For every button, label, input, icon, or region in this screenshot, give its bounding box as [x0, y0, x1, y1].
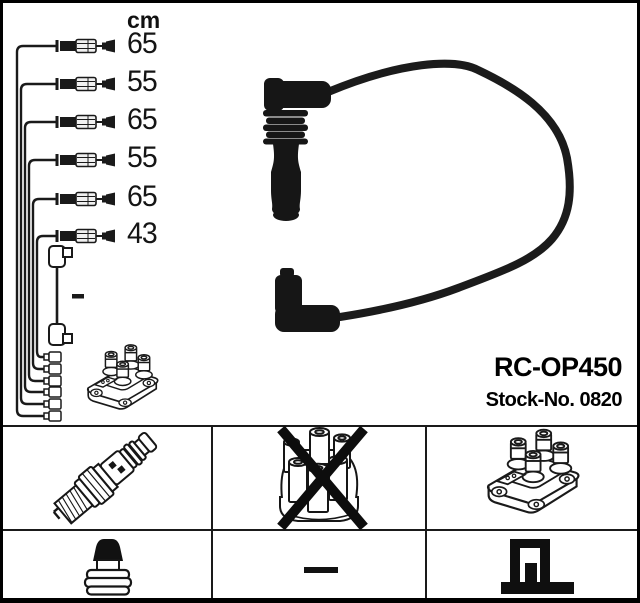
frame-border-top: [0, 0, 640, 3]
grid-cell-dash: [213, 531, 427, 598]
cable-length-value: 55: [127, 141, 158, 174]
stock-number: Stock-No. 0820: [485, 388, 623, 411]
grid-cell-ignition-coil: [427, 427, 637, 531]
ignition-cable: [324, 59, 574, 321]
coil-connector: [275, 268, 340, 332]
coil-pack-icon: [86, 344, 159, 410]
grid-cell-terminal-bracket: [427, 531, 637, 598]
grid-cell-spark-plug: [3, 427, 213, 531]
not-included-dash: [72, 294, 84, 299]
cable-length-value: 55: [127, 65, 158, 98]
cable-length-value: 65: [127, 27, 158, 60]
frame-border-left: [0, 0, 3, 603]
length-unit-header: cm: [127, 7, 161, 33]
frame-border-right: [637, 0, 640, 603]
cable-length-value: 65: [127, 180, 158, 213]
part-number-block: RC-OP450 Stock-No. 0820: [400, 352, 623, 411]
frame-border-bottom: [0, 598, 640, 603]
grid-cell-distributor-cap: [213, 427, 427, 531]
cable-length-value: 43: [127, 217, 158, 250]
extra-cable-symbol: [48, 245, 84, 346]
part-model: RC-OP450: [493, 352, 623, 382]
spark-plug-boot: [263, 78, 331, 221]
product-photo: [263, 59, 574, 332]
cable-length-value: 65: [127, 103, 158, 136]
legend-grid: [3, 425, 637, 600]
grid-cell-plug-terminal: [3, 531, 213, 598]
